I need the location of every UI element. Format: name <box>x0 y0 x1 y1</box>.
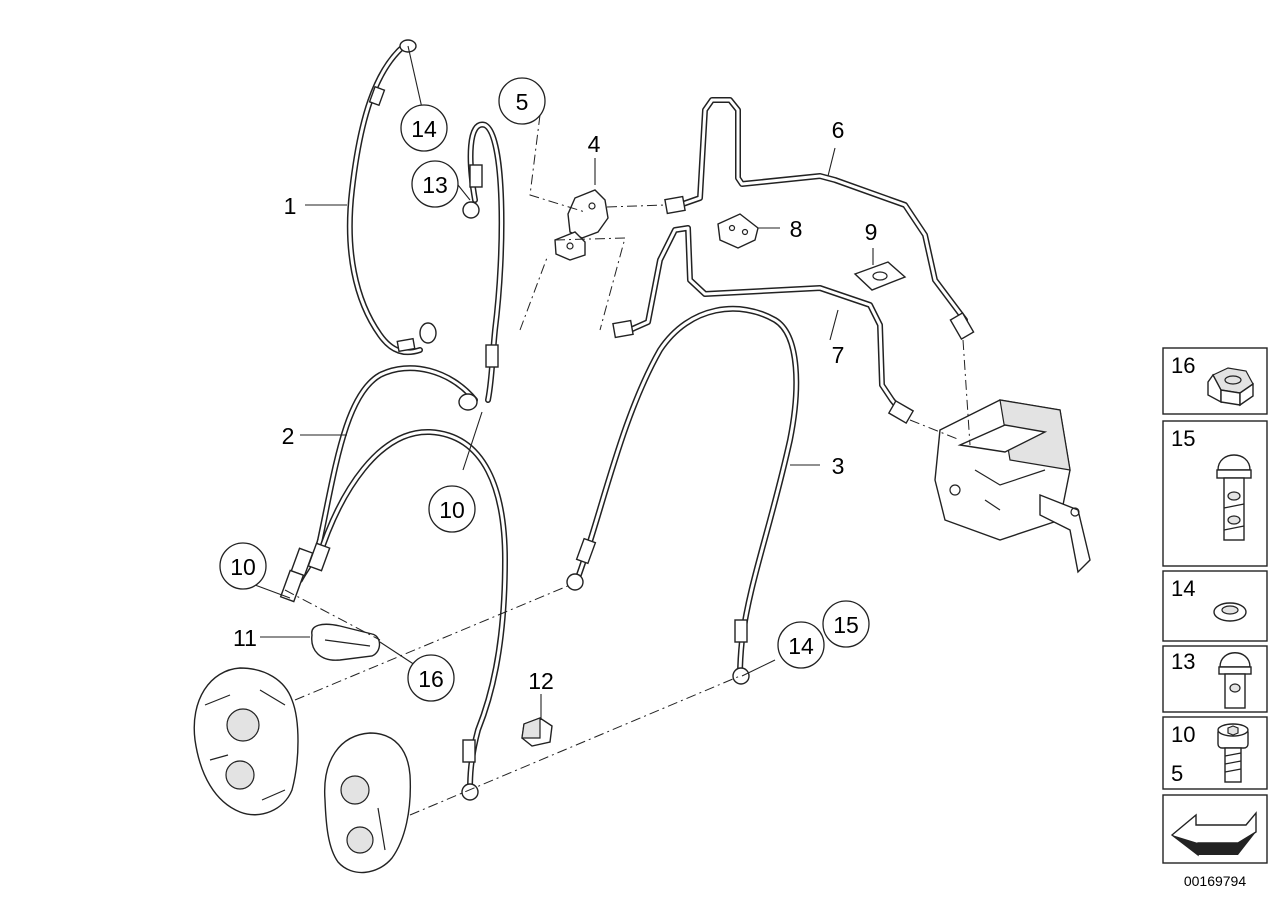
plate-9 <box>853 261 907 291</box>
svg-text:7: 7 <box>832 342 845 368</box>
brake-pipe-6 <box>664 97 975 340</box>
callout-12: 12 <box>528 668 554 694</box>
callout-13: 13 <box>411 160 459 208</box>
svg-text:2: 2 <box>282 423 295 449</box>
brake-caliper-right <box>323 732 412 874</box>
svg-text:14: 14 <box>1171 576 1195 601</box>
callout-4: 4 <box>588 131 601 157</box>
callout-2: 2 <box>282 423 295 449</box>
svg-text:16: 16 <box>1171 353 1195 378</box>
leader-lines <box>254 45 874 720</box>
svg-text:12: 12 <box>528 668 554 694</box>
svg-text:13: 13 <box>422 172 448 198</box>
parts-panel-row-arrow <box>1162 794 1268 864</box>
document-number: 00169794 <box>1184 873 1247 889</box>
callout-6: 6 <box>832 117 845 143</box>
svg-text:14: 14 <box>411 116 437 142</box>
svg-text:1: 1 <box>284 193 297 219</box>
svg-text:11: 11 <box>233 625 257 651</box>
callout-16: 16 <box>407 654 455 702</box>
callout-14-right: 14 <box>777 621 825 669</box>
hex-nut-icon <box>1207 367 1254 407</box>
callout-11: 11 <box>233 625 257 651</box>
brake-caliper-left <box>193 667 299 816</box>
svg-text:10: 10 <box>230 554 256 580</box>
clip-12 <box>521 717 553 747</box>
callout-5: 5 <box>498 77 546 125</box>
svg-text:3: 3 <box>832 453 845 479</box>
hollow-bolt-short-icon <box>1218 652 1252 709</box>
callout-14-top: 14 <box>400 104 448 152</box>
svg-text:15: 15 <box>833 612 859 638</box>
holder-8 <box>717 213 759 249</box>
hollow-bolt-icon <box>1216 454 1252 541</box>
abs-pressure-modulator <box>934 399 1091 574</box>
parts-panel-row-10-5: 10 5 <box>1162 716 1268 790</box>
callout-7: 7 <box>832 342 845 368</box>
parts-panel-row-13: 13 <box>1162 645 1268 713</box>
parts-panel-row-14: 14 <box>1162 570 1268 642</box>
brake-hose-13 <box>462 121 505 403</box>
clamp-11 <box>311 623 381 661</box>
parts-panel-row-15: 15 <box>1162 420 1268 567</box>
svg-text:00169794: 00169794 <box>1184 873 1247 889</box>
svg-text:10: 10 <box>439 497 465 523</box>
socket-screw-icon <box>1217 723 1249 783</box>
callout-9: 9 <box>865 219 878 245</box>
callout-3: 3 <box>832 453 845 479</box>
brake-hose-3 <box>566 305 800 685</box>
svg-text:6: 6 <box>832 117 845 143</box>
parts-panel: 16 15 14 <box>1162 347 1268 864</box>
brake-hose-10 <box>307 428 508 801</box>
svg-text:5: 5 <box>516 89 529 115</box>
callout-8: 8 <box>790 216 803 242</box>
dash-lines <box>284 114 971 816</box>
parts-panel-row-16: 16 <box>1162 347 1268 415</box>
svg-text:8: 8 <box>790 216 803 242</box>
svg-text:10: 10 <box>1171 722 1195 747</box>
svg-text:14: 14 <box>788 633 814 659</box>
svg-text:4: 4 <box>588 131 601 157</box>
direction-arrow-icon <box>1170 811 1257 857</box>
svg-text:15: 15 <box>1171 426 1195 451</box>
callout-10-left: 10 <box>219 542 267 590</box>
svg-text:9: 9 <box>865 219 878 245</box>
callout-1: 1 <box>284 193 297 219</box>
callout-15: 15 <box>822 600 870 648</box>
svg-text:16: 16 <box>418 666 444 692</box>
bracket-4 <box>554 189 609 261</box>
brake-pipe-7 <box>612 225 915 425</box>
brake-hose-1 <box>346 39 437 356</box>
svg-text:13: 13 <box>1171 649 1195 674</box>
svg-text:5: 5 <box>1171 761 1183 786</box>
callout-10-center: 10 <box>428 485 476 533</box>
sealing-ring-icon <box>1213 602 1247 622</box>
